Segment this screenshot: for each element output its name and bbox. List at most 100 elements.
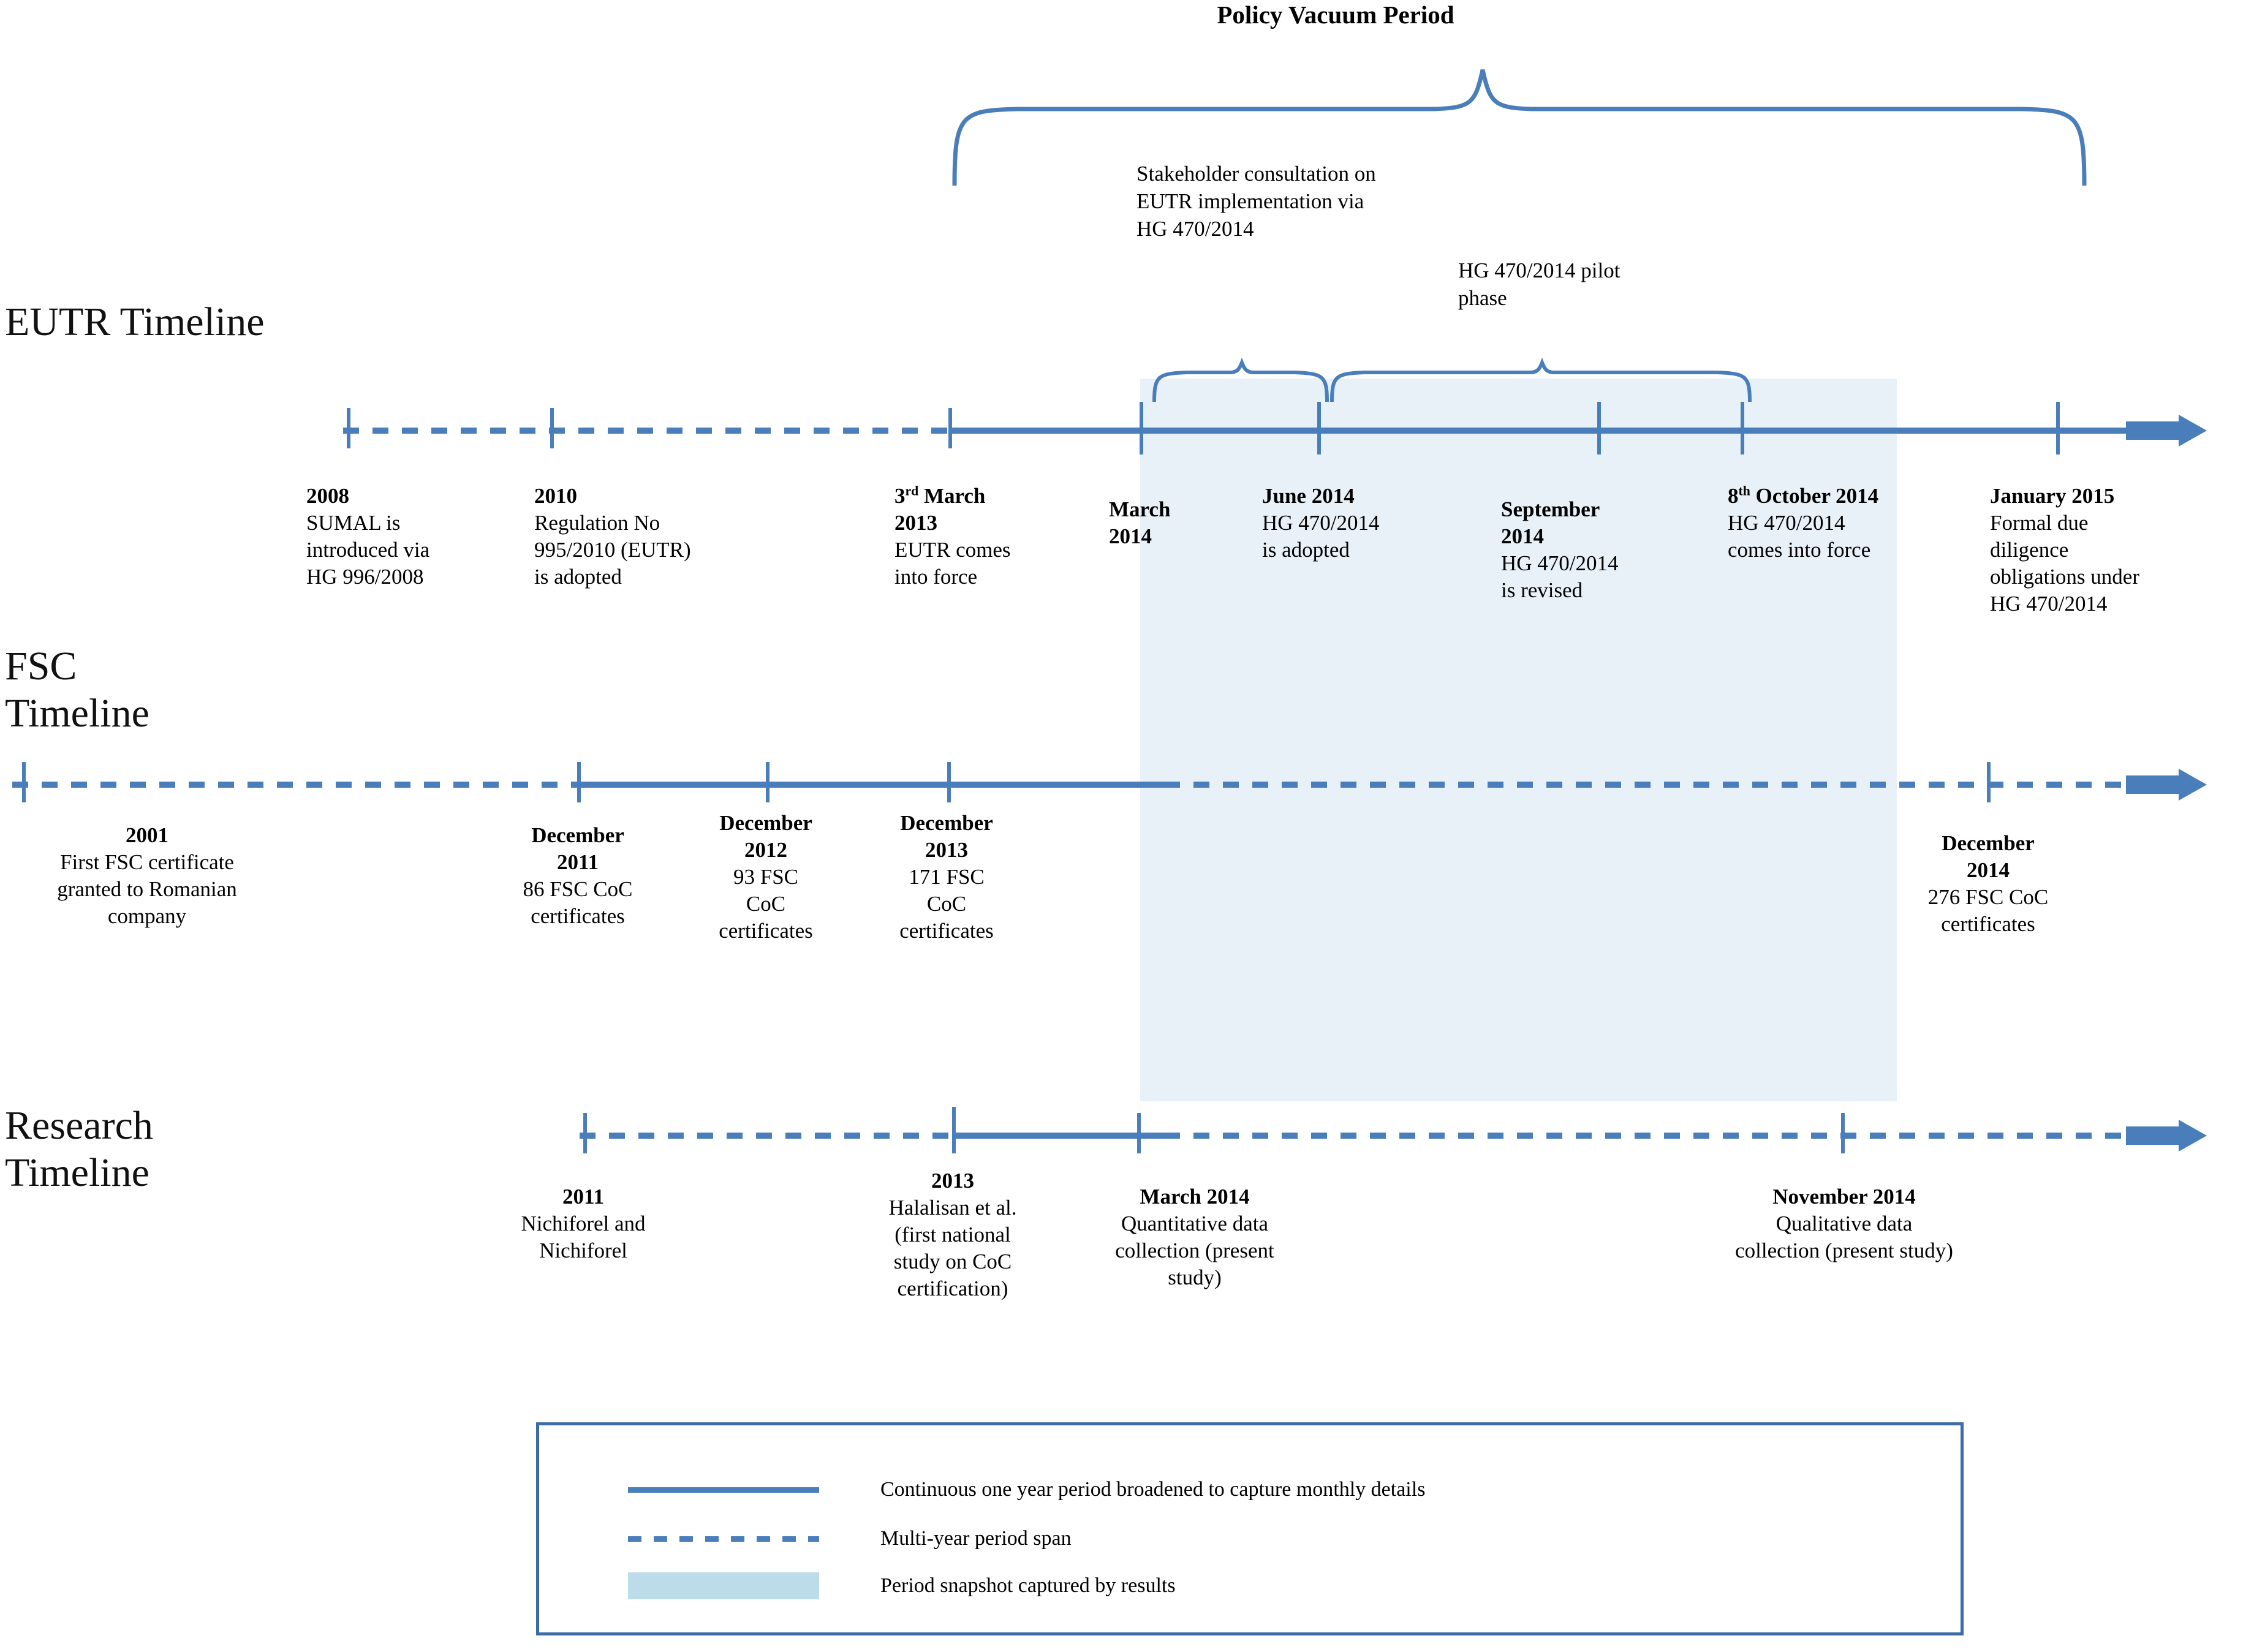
eutr-2013-mar-head: 3rd March 2013 [894, 483, 986, 535]
pilot-phase-brace [1330, 357, 1752, 402]
eutr-arrow-head [2179, 415, 2207, 447]
fsc-2014-dec-body: 276 FSC CoC certificates [1927, 885, 2049, 937]
fsc-tick-2012-dec [766, 762, 770, 802]
legend-row-fill: Period snapshot captured by results [628, 1572, 1176, 1599]
fsc-tick-2014-dec [1987, 762, 1991, 802]
research-2014-nov: November 2014 Qualitative data collectio… [1648, 1183, 2040, 1264]
row-title-research: Research Timeline [5, 1103, 153, 1195]
research-tick-2014-mar [1137, 1113, 1141, 1153]
fsc-2001: 2001 First FSC certificate granted to Ro… [0, 822, 312, 930]
eutr-2010-body: Regulation No 995/2010 (EUTR) is adopted [534, 511, 691, 589]
legend-dashed-line-swatch [628, 1536, 819, 1542]
legend-row-solid: Continuous one year period broadened to … [628, 1478, 1425, 1501]
legend-solid-line-text: Continuous one year period broadened to … [880, 1478, 1426, 1501]
policy-vacuum-period-label: Policy Vacuum Period [1217, 1, 1454, 29]
research-2014-nov-head: November 2014 [1772, 1185, 1916, 1209]
fsc-2012-dec: December 2012 93 FSC CoC certificates [652, 810, 879, 945]
eutr-2014-sep-head: September 2014 [1501, 497, 1600, 549]
research-tick-2011 [583, 1113, 587, 1153]
eutr-2010: 2010 Regulation No 995/2010 (EUTR) is ad… [534, 483, 767, 590]
eutr-axis-solid [948, 428, 2158, 434]
eutr-axis-dashed [343, 428, 950, 434]
fsc-tick-2011-dec [577, 762, 581, 802]
eutr-2014-sep-body: HG 470/2014 is revised [1501, 551, 1619, 603]
eutr-2008-head: 2008 [306, 484, 349, 508]
eutr-tick-2014-jun [1317, 402, 1321, 454]
legend-fill-block-swatch [628, 1572, 819, 1599]
eutr-2015-jan-body: Formal due diligence obligations under H… [1990, 511, 2139, 616]
eutr-2014-mar: March 2014 [1109, 496, 1244, 550]
policy-vacuum-brace [952, 69, 2087, 186]
fsc-2013-dec: December 2013 171 FSC CoC certificates [833, 810, 1060, 945]
legend-solid-line-swatch [628, 1487, 819, 1493]
fsc-2012-dec-head: December 2012 [719, 811, 812, 862]
fsc-arrow-tail [2126, 775, 2181, 794]
fsc-2001-head: 2001 [126, 823, 168, 847]
research-tick-2014-nov [1841, 1113, 1845, 1153]
eutr-2014-jun-body: HG 470/2014 is adopted [1262, 511, 1380, 562]
eutr-2014-oct-head: 8th October 2014 [1728, 483, 1879, 508]
eutr-tick-2008 [347, 408, 350, 448]
eutr-tick-2010 [550, 408, 554, 448]
eutr-2014-sep: September 2014 HG 470/2014 is revised [1501, 496, 1703, 604]
fsc-2012-dec-body: 93 FSC CoC certificates [719, 865, 813, 943]
research-arrow-head [2179, 1120, 2207, 1152]
fsc-2014-dec-head: December 2014 [1942, 831, 2035, 883]
fsc-2001-body: First FSC certificate granted to Romania… [57, 850, 237, 929]
eutr-tick-2014-mar [1140, 402, 1143, 454]
research-2014-mar-body: Quantitative data collection (present st… [1115, 1212, 1274, 1290]
eutr-2008-body: SUMAL is introduced via HG 996/2008 [306, 511, 430, 589]
legend-fill-block-text: Period snapshot captured by results [880, 1574, 1176, 1597]
row-title-fsc: FSC Timeline [5, 644, 149, 736]
fsc-2013-dec-head: December 2013 [900, 811, 993, 862]
eutr-tick-2013-mar [948, 408, 952, 448]
eutr-2014-mar-head: March 2014 [1109, 497, 1171, 549]
fsc-tick-2013-dec [947, 762, 951, 802]
eutr-2010-head: 2010 [534, 484, 577, 508]
fsc-axis-solid [573, 782, 1167, 788]
fsc-axis-dashed-left [12, 782, 576, 788]
eutr-2013-mar: 3rd March 2013 EUTR comes into force [894, 483, 1091, 590]
eutr-tick-2014-oct [1741, 402, 1744, 454]
eutr-2008: 2008 SUMAL is introduced via HG 996/2008 [306, 483, 509, 590]
eutr-2014-oct: 8th October 2014 HG 470/2014 comes into … [1728, 483, 1973, 564]
fsc-2011-dec: December 2011 86 FSC CoC certificates [464, 822, 691, 930]
fsc-2011-dec-body: 86 FSC CoC certificates [523, 877, 633, 929]
stakeholder-consultation-brace [1152, 357, 1329, 402]
research-2014-mar: March 2014 Quantitative data collection … [1066, 1183, 1323, 1291]
eutr-2014-jun-head: June 2014 [1262, 484, 1355, 508]
research-tick-2013 [952, 1107, 956, 1153]
research-2013-head: 2013 [931, 1169, 974, 1193]
fsc-tick-2001 [22, 762, 26, 802]
legend-dashed-line-text: Multi-year period span [880, 1527, 1072, 1550]
research-2014-mar-head: March 2014 [1140, 1185, 1250, 1209]
eutr-2015-jan-head: January 2015 [1990, 484, 2115, 508]
eutr-2013-mar-body: EUTR comes into force [894, 538, 1011, 589]
fsc-2013-dec-body: 171 FSC CoC certificates [899, 865, 994, 943]
research-axis-dashed-left [580, 1133, 959, 1139]
research-2013: 2013 Halalisan et al. (first national st… [824, 1167, 1081, 1302]
eutr-tick-2014-sep [1597, 402, 1601, 454]
policy-vacuum-snapshot-band [1140, 379, 1897, 1101]
legend-row-dashed: Multi-year period span [628, 1527, 1072, 1550]
row-title-eutr: EUTR Timeline [5, 300, 265, 344]
legend-box: Continuous one year period broadened to … [536, 1422, 1964, 1635]
fsc-2011-dec-head: December 2011 [531, 823, 624, 875]
eutr-2014-oct-body: HG 470/2014 comes into force [1728, 511, 1871, 562]
research-arrow-tail [2126, 1126, 2181, 1145]
pilot-phase-note: HG 470/2014 pilot phase [1458, 258, 1621, 310]
fsc-2014-dec: December 2014 276 FSC CoC certificates [1866, 830, 2111, 938]
eutr-2015-jan: January 2015 Formal due diligence obliga… [1990, 483, 2235, 617]
eutr-arrow-tail [2126, 421, 2181, 440]
research-axis-solid [956, 1133, 1170, 1139]
fsc-axis-dashed-right [1164, 782, 2160, 788]
research-axis-dashed-right [1164, 1133, 2160, 1139]
research-2013-body: Halalisan et al. (first national study o… [888, 1196, 1017, 1301]
fsc-arrow-head [2179, 769, 2207, 801]
eutr-tick-2015-jan [2056, 402, 2060, 454]
research-2014-nov-body: Qualitative data collection (present stu… [1735, 1212, 1953, 1263]
stakeholder-consultation-note: Stakeholder consultation on EUTR impleme… [1136, 162, 1376, 241]
research-2011-body: Nichiforel and Nichiforel [521, 1212, 646, 1263]
research-2011-head: 2011 [562, 1185, 605, 1209]
